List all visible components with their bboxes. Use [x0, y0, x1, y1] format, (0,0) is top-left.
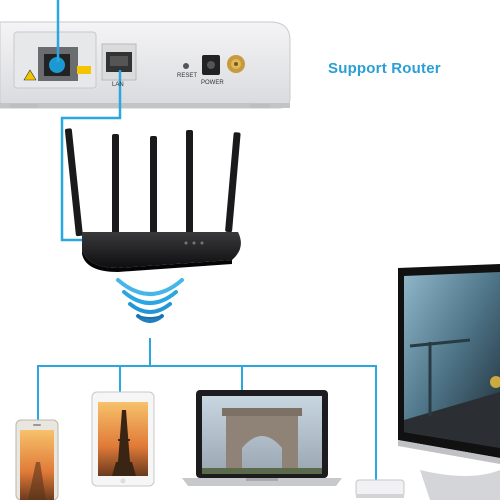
laptop	[182, 390, 342, 486]
support-router-caption: Support Router	[328, 60, 441, 77]
wifi-signal-icon	[116, 278, 184, 323]
television	[398, 264, 500, 500]
power-label: POWER	[201, 80, 224, 86]
reset-label: RESET	[177, 73, 198, 79]
lan-port-label: LAN	[112, 82, 124, 88]
media-box	[355, 479, 405, 498]
wireless-router	[64, 128, 241, 272]
connection-lines	[37, 338, 377, 482]
tablet	[91, 391, 155, 487]
smartphone	[15, 419, 59, 500]
ont-device	[0, 21, 291, 109]
